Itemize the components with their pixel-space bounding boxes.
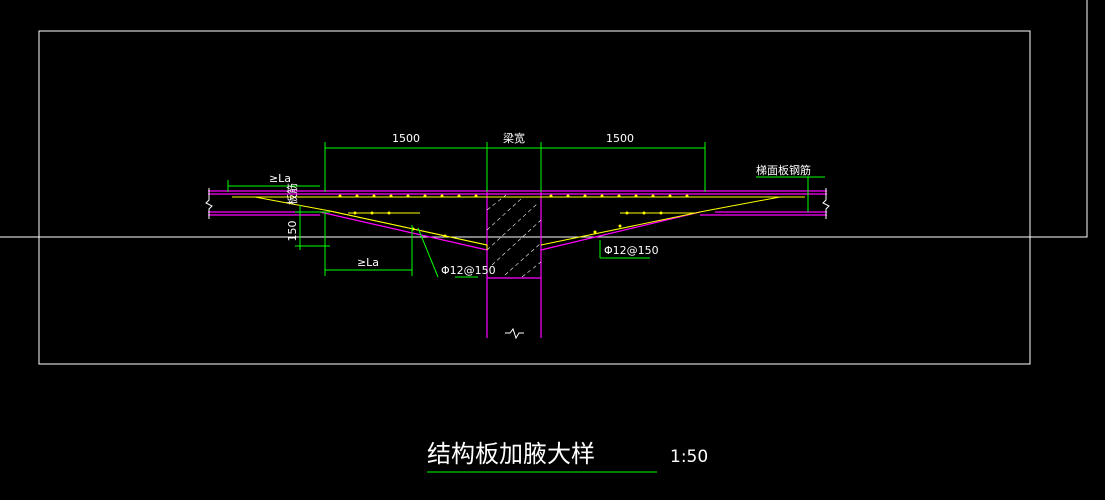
haunch-depth-label: 150	[286, 221, 299, 242]
haunch-left-slope	[319, 211, 488, 251]
left-span-label: 1500	[392, 132, 420, 145]
anchor-top-label: ≥La	[269, 172, 291, 185]
haunch-rebar-right	[540, 196, 805, 246]
drawing-title: 结构板加腋大样	[427, 440, 595, 468]
break-lines	[205, 188, 830, 340]
beam-hatch	[486, 194, 542, 278]
rebar-dots	[338, 194, 689, 238]
beam-width-label: 梁宽	[503, 131, 525, 145]
anchor-bottom-label: ≥La	[357, 256, 379, 269]
rebar	[232, 196, 805, 250]
right-break-line	[822, 188, 830, 219]
right-span-label: 1500	[606, 132, 634, 145]
column-break-line	[505, 327, 524, 340]
drawing-frames	[0, 0, 1088, 365]
haunch-right-slope	[540, 211, 701, 251]
rebar-left-label: Φ12@150	[441, 264, 496, 277]
slab-outline	[208, 190, 827, 338]
slab-rebar-vertical-label: 板筋	[285, 183, 299, 205]
top-rebar-label: 梯面板钢筋	[756, 163, 811, 177]
outer-frame-edge	[0, 0, 1088, 238]
left-break-line	[205, 188, 213, 219]
drawing-scale: 1:50	[670, 447, 708, 467]
dimension-lines	[227, 142, 825, 278]
rebar-right-label: Φ12@150	[604, 244, 659, 257]
inner-frame	[38, 30, 1031, 365]
